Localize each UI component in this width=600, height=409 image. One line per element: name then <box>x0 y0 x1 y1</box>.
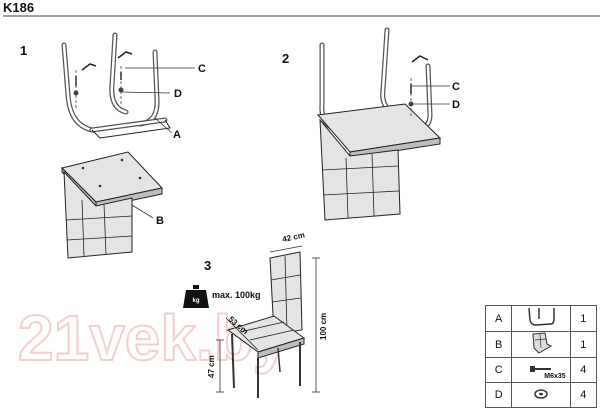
max-load-text: max. 100kg <box>212 290 261 300</box>
parts-row-d: D 4 <box>484 382 598 408</box>
parts-row-c: C M6x35 4 <box>484 357 598 383</box>
part-letter: C <box>484 357 513 383</box>
dim-height: 100 cm <box>319 313 328 340</box>
dim-seat-height: 47 cm <box>207 355 216 378</box>
seat-backrest-icon <box>511 331 571 358</box>
part-letter: A <box>484 305 513 332</box>
step1-callout-b: B <box>156 215 164 227</box>
part-qty: 1 <box>569 331 598 358</box>
step-3-number: 3 <box>204 258 211 273</box>
chair-frame-icon <box>511 305 571 332</box>
parts-table: A 1 B 1 C <box>484 305 598 408</box>
step1-callout-c: C <box>198 63 206 75</box>
step2-callout-c: C <box>452 81 460 93</box>
washer-icon <box>511 382 571 408</box>
parts-row-a: A 1 <box>484 305 598 332</box>
parts-row-b: B 1 <box>484 331 598 358</box>
part-qty: 4 <box>569 357 598 383</box>
finished-chair <box>226 251 306 398</box>
weight-kg-icon <box>183 285 209 308</box>
step1-callout-a: A <box>173 129 181 141</box>
part-qty: 4 <box>569 382 598 408</box>
part-qty: 1 <box>569 305 598 332</box>
step1-callout-d: D <box>174 88 182 100</box>
dim-width: 42 cm <box>282 230 306 244</box>
step2-callout-d: D <box>452 99 460 111</box>
part-letter: B <box>484 331 513 358</box>
model-title: K186 <box>3 0 34 15</box>
step2-assembled-chair <box>317 27 450 221</box>
bolt-icon: M6x35 <box>511 357 571 383</box>
bolt-size: M6x35 <box>544 373 566 380</box>
step1-seat-back-b <box>61 151 163 259</box>
part-letter: D <box>484 382 513 408</box>
step1-frame-a <box>61 32 195 139</box>
weight-icon-label: kg <box>192 298 199 304</box>
step-2-number: 2 <box>282 51 289 66</box>
step-1-number: 1 <box>20 43 27 58</box>
